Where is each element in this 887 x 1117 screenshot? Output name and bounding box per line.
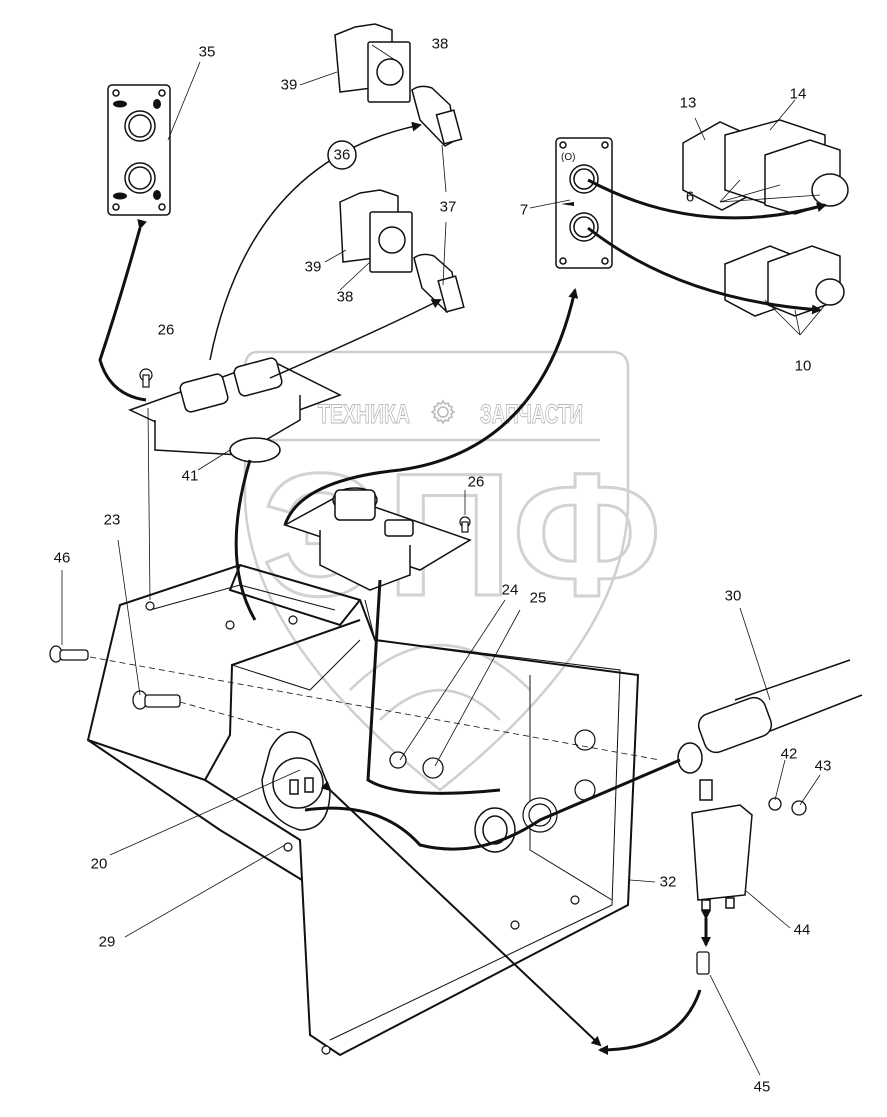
socket-connector — [261, 731, 331, 831]
push-button-block-top — [682, 119, 849, 215]
callout-42: 42 — [780, 745, 798, 763]
pushbutton-plate-assembly — [283, 487, 472, 591]
turtle-icon — [113, 192, 127, 200]
callout-39: 39 — [280, 76, 298, 94]
callout-14: 14 — [789, 85, 807, 103]
callout-41: 41 — [181, 467, 199, 485]
callout-25: 25 — [529, 589, 547, 607]
callout-26: 26 — [467, 473, 485, 491]
screw-26-top — [139, 368, 153, 388]
switch-block-bottom — [339, 189, 465, 313]
callout-24: 24 — [501, 581, 519, 599]
callout-45: 45 — [753, 1078, 771, 1096]
callout-10: 10 — [794, 357, 812, 375]
switch-mounting-plate — [128, 357, 342, 463]
screw-26-center — [459, 516, 471, 533]
bolt-23 — [132, 690, 181, 710]
callout-29: 29 — [98, 933, 116, 951]
callout-20: 20 — [90, 855, 108, 873]
callout-44: 44 — [793, 921, 811, 939]
switch-block-top — [334, 23, 463, 147]
leader-lines — [61, 44, 826, 1076]
speed-selector-panel — [107, 84, 171, 216]
horn-icon — [561, 202, 574, 206]
callout-39: 39 — [304, 258, 322, 276]
callout-36: 36 — [333, 146, 351, 164]
rabbit-icon — [153, 190, 161, 200]
cable-30 — [677, 659, 863, 774]
assembly-callout-circle — [327, 140, 357, 170]
callout-13: 13 — [679, 94, 697, 112]
washer-42 — [768, 797, 782, 811]
nut-43 — [791, 800, 807, 816]
callout-35: 35 — [198, 43, 216, 61]
dashed-alignment-lines — [89, 656, 661, 761]
gear-icon — [430, 399, 456, 425]
bolt-46 — [49, 645, 89, 663]
callout-7: 7 — [519, 201, 529, 219]
rabbit-icon — [153, 99, 161, 109]
callout-23: 23 — [103, 511, 121, 529]
relay-module — [691, 779, 753, 911]
callout-38: 38 — [336, 288, 354, 306]
callout-37: 37 — [439, 198, 457, 216]
callout-46: 46 — [53, 549, 71, 567]
callout-38: 38 — [431, 35, 449, 53]
watermark-left-text: ТЕХНИКА — [318, 399, 410, 429]
callout-6: 6 — [685, 188, 695, 206]
light-symbol: (O) — [561, 152, 575, 163]
callout-32: 32 — [659, 873, 677, 891]
thin-arrows — [209, 121, 602, 1047]
callout-30: 30 — [724, 587, 742, 605]
washers-24-25 — [389, 751, 444, 779]
terminal-45 — [696, 951, 710, 975]
watermark-right-text: ЗАПЧАСТИ — [480, 399, 583, 429]
turtle-icon — [113, 100, 127, 108]
callout-43: 43 — [814, 757, 832, 775]
callout-26: 26 — [157, 321, 175, 339]
